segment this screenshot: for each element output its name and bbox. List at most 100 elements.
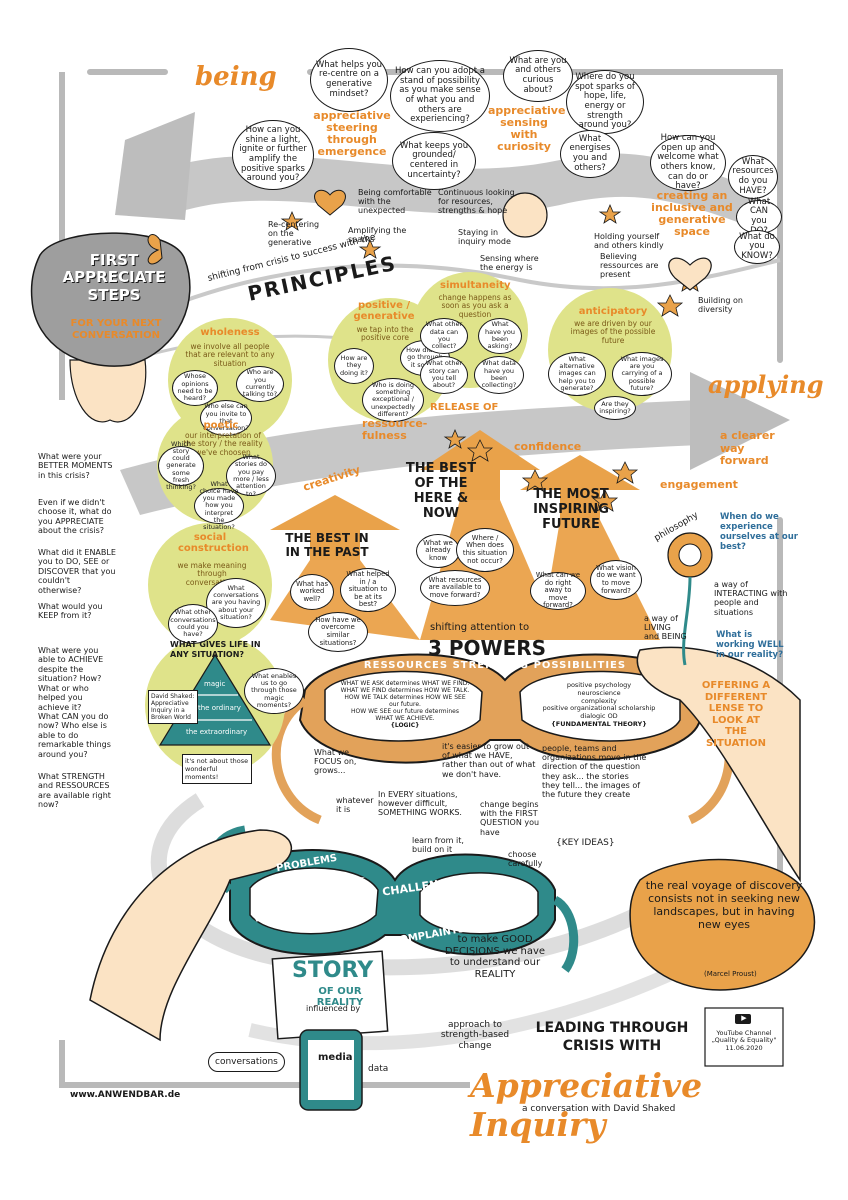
conversations-label: conversations [208, 1052, 285, 1072]
question-bubble: What helps you re-centre on a generative… [310, 48, 388, 112]
pyramid-level: the ordinary [198, 704, 241, 712]
question-bubble: How can you adopt a stand of possibility… [390, 60, 490, 132]
ai-title: Appreciative Inquiry [470, 1066, 703, 1144]
question-bubble: Where / When does this situation not occ… [456, 528, 514, 572]
key-idea: What we FOCUS on, grows... [314, 748, 357, 776]
question-bubble: How can you open up and welcome what oth… [650, 134, 726, 191]
release-label: RELEASE OF [430, 402, 499, 413]
note: Staying in inquiry mode [458, 228, 511, 247]
best-future: THE MOST INSPIRING FUTURE [533, 487, 609, 532]
principle-title: simultaneity [440, 280, 511, 291]
question-bubble: What other conversations could you have? [168, 604, 218, 644]
question-bubble: What have you been asking? [478, 318, 522, 354]
key-idea: learn from it, build on it [412, 836, 464, 855]
question-bubble: What enables us to go through those magi… [244, 668, 304, 714]
lens-line: WHAT WE ASK determines WHAT WE FIND. [340, 680, 470, 687]
question-bubble: What can we do right away to move forwar… [530, 571, 586, 610]
offering-label: OFFERING A DIFFERENT LENSE TO LOOK AT TH… [701, 680, 771, 749]
question-bubble: Who else can you invite to that conversa… [200, 400, 252, 436]
pyramid-note: it's not about those wonderful moments! [182, 754, 252, 784]
key-ideas-label: {KEY IDEAS} [556, 838, 615, 848]
question-bubble: Whose opinions need to be heard? [172, 370, 218, 406]
steering-title: appreciative steering through emergence [313, 109, 391, 159]
lens-logic-list: WHAT WE ASK determines WHAT WE FIND. WHA… [330, 680, 480, 730]
lens-line: complexity [581, 696, 617, 705]
lens-line: WHAT WE ACHIEVE. [375, 715, 435, 723]
lens-line: dialogic OD [580, 712, 618, 721]
question-bubble: What resources do you HAVE? [728, 155, 778, 199]
philosophy-question: What is working WELL in our reality? [716, 630, 784, 660]
question-bubble: What helped in / a situation to be at it… [340, 568, 396, 612]
question-bubble: What alternative images can help you to … [548, 352, 606, 396]
question-bubble: What CAN you DO? [736, 197, 782, 235]
story-title: STORY [292, 958, 374, 983]
key-idea: it's easier to grow out of what we HAVE,… [442, 742, 536, 779]
website-link[interactable]: www.ANWENDBAR.de [70, 1090, 181, 1100]
lens-line: HOW WE SEE our future determines [351, 708, 459, 716]
question-bubble: What do you KNOW? [734, 230, 780, 264]
key-idea: people, teams and organizations move in … [542, 744, 647, 799]
key-idea: choose carefully [508, 850, 543, 869]
question-bubble: What conversations are you having about … [206, 578, 266, 628]
note: Building on diversity [698, 296, 743, 315]
principle-title: positive / generative [353, 300, 415, 322]
pyramid-level: magic [204, 680, 226, 688]
shifting-label: shifting attention to [430, 622, 530, 633]
question-bubble: What has worked well? [290, 574, 334, 610]
question-bubble: What other data can you collect? [420, 318, 468, 354]
question-bubble: What keeps you grounded/ centered in unc… [392, 132, 476, 190]
question-bubble: What images are you carrying of a possib… [612, 352, 672, 396]
lens-arc-label: RESSOURCES STRENGHTS POSSIBILITIES [363, 660, 627, 671]
approach-label: approach to strength-based change [440, 1020, 510, 1051]
question-bubble: What vision do we want to move forward? [590, 560, 642, 600]
note: Being comfortable with the unexpected [358, 188, 432, 216]
question-bubble: What resources are available to move for… [420, 570, 490, 606]
story-subtitle: OF OUR REALITY [316, 986, 364, 1008]
question-bubble: Where do you spot sparks of hope, life, … [566, 70, 644, 134]
clearer-label: a clearer way forward [720, 429, 775, 468]
best-past: THE BEST IN IN THE PAST [285, 531, 369, 559]
principle-title: poetic [203, 420, 239, 431]
principle-text: we involve all people that are relevant … [185, 342, 275, 368]
principle-title: anticipatory [578, 306, 648, 317]
engagement-label: engagement [660, 478, 738, 491]
good-decisions-label: to make GOOD DECISIONS we have to unders… [444, 934, 546, 980]
youtube-icon: ▶ [741, 1014, 747, 1022]
pyramid-title: WHAT GIVES LIFE IN ANY SITUATION? [170, 640, 261, 659]
data-label: data [368, 1064, 389, 1074]
side-question: What CAN you do now? Who else is able to… [38, 712, 111, 759]
question-bubble: What other story can you tell about? [420, 356, 468, 394]
conversation-with: a conversation with David Shaked [522, 1104, 676, 1114]
question-bubble: What data have you been collecting? [474, 356, 524, 394]
quote-author: (Marcel Proust) [704, 970, 757, 978]
principle-text: we make meaning through conversations [177, 561, 247, 587]
principle-text: change happens as soon as you ask a ques… [438, 293, 512, 319]
first-steps-title: FIRST APPRECIATE STEPS [62, 251, 166, 304]
lens-line: neuroscience [577, 688, 621, 697]
question-bubble: How are they doing it? [334, 348, 374, 384]
three-powers-title: 3 POWERS [428, 636, 547, 660]
note: Continuous looking for resources, streng… [438, 188, 515, 216]
question-bubble: What choice have you made how you interp… [194, 480, 244, 531]
principle-text: our interpretation of the story / the re… [183, 431, 263, 457]
question-bubble: Who is doing something exceptional / une… [362, 378, 424, 422]
note: Holding yourself and others kindly [594, 232, 664, 251]
confidence-label: confidence [514, 440, 582, 453]
question-bubble: Who are you currently talking to? [236, 366, 284, 402]
lens-line: positive organizational scholarship [542, 704, 656, 713]
quote-text: the real voyage of discovery consists no… [645, 879, 803, 931]
dark-lens-word: ISSUES [340, 876, 365, 884]
question-bubble: How have we overcome similar situations? [308, 612, 368, 652]
resourcefulness-label: ressource-fulness [362, 417, 428, 443]
youtube-info: YouTube Channel „Quality & Equality" 11.… [711, 1029, 777, 1052]
note: Sensing where the energy is [480, 254, 539, 273]
side-question: Even if we didn't choose it, what do you… [38, 498, 112, 536]
question-bubble: How can you shine a light, ignite or fur… [232, 120, 314, 190]
lens-theory-list: positive psychology neuroscience complex… [524, 681, 674, 729]
question-bubble: Are they inspiring? [594, 396, 636, 420]
question-bubble: What we already know [416, 534, 460, 568]
side-question: What were your BETTER MOMENTS in this cr… [38, 452, 113, 480]
theory-label: {FUNDAMENTAL THEORY} [551, 719, 647, 728]
question-bubble: What stories do you pay more / less atte… [226, 454, 276, 497]
